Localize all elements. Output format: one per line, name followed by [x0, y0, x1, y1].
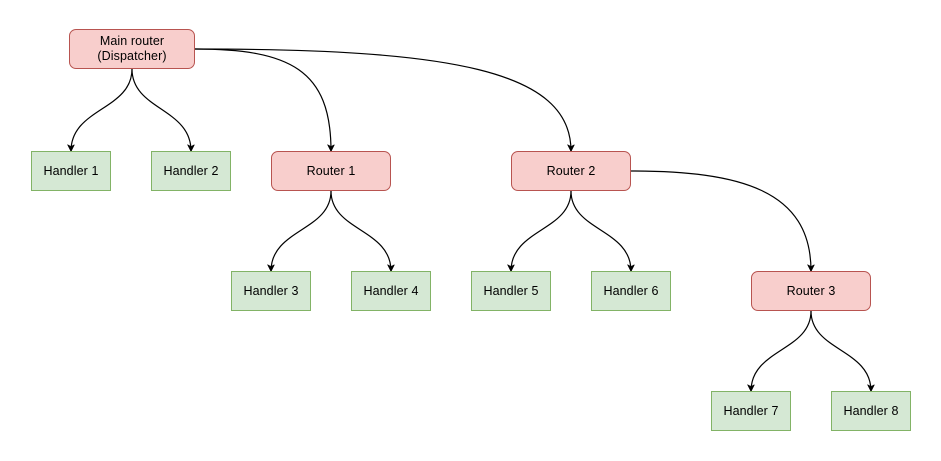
edge-main-router-to-handler-1	[71, 68, 133, 151]
node-label-handler-1: Handler 1	[43, 163, 99, 178]
edge-main-router-to-router-1	[194, 48, 331, 151]
node-label-handler-2: Handler 2	[163, 163, 219, 178]
node-router-1[interactable]: Router 1	[271, 151, 391, 191]
edge-router-3-to-handler-8	[810, 310, 871, 391]
edge-router-2-to-router-3	[630, 170, 811, 271]
edge-main-router-to-handler-2	[131, 68, 191, 151]
edge-main-router-to-router-2	[194, 48, 571, 151]
node-handler-1[interactable]: Handler 1	[31, 151, 111, 191]
node-handler-2[interactable]: Handler 2	[151, 151, 231, 191]
edge-router-1-to-handler-4	[330, 190, 391, 271]
node-label-router-2: Router 2	[546, 163, 596, 178]
node-handler-5[interactable]: Handler 5	[471, 271, 551, 311]
node-router-3[interactable]: Router 3	[751, 271, 871, 311]
edge-router-2-to-handler-5	[511, 190, 572, 271]
node-label-handler-5: Handler 5	[483, 283, 539, 298]
node-handler-7[interactable]: Handler 7	[711, 391, 791, 431]
edge-router-2-to-handler-6	[570, 190, 631, 271]
node-label-handler-4: Handler 4	[363, 283, 419, 298]
node-router-2[interactable]: Router 2	[511, 151, 631, 191]
node-label-handler-3: Handler 3	[243, 283, 299, 298]
edge-router-3-to-handler-7	[751, 310, 812, 391]
node-handler-3[interactable]: Handler 3	[231, 271, 311, 311]
node-main-router[interactable]: Main router (Dispatcher)	[69, 29, 195, 69]
node-handler-6[interactable]: Handler 6	[591, 271, 671, 311]
edges-group	[71, 48, 871, 391]
node-label-router-1: Router 1	[306, 163, 356, 178]
edge-router-1-to-handler-3	[271, 190, 332, 271]
node-handler-8[interactable]: Handler 8	[831, 391, 911, 431]
node-label-handler-7: Handler 7	[723, 403, 779, 418]
node-handler-4[interactable]: Handler 4	[351, 271, 431, 311]
node-label-handler-6: Handler 6	[603, 283, 659, 298]
node-label-main-router: Main router (Dispatcher)	[97, 34, 167, 63]
node-label-handler-8: Handler 8	[843, 403, 899, 418]
node-label-router-3: Router 3	[786, 283, 836, 298]
